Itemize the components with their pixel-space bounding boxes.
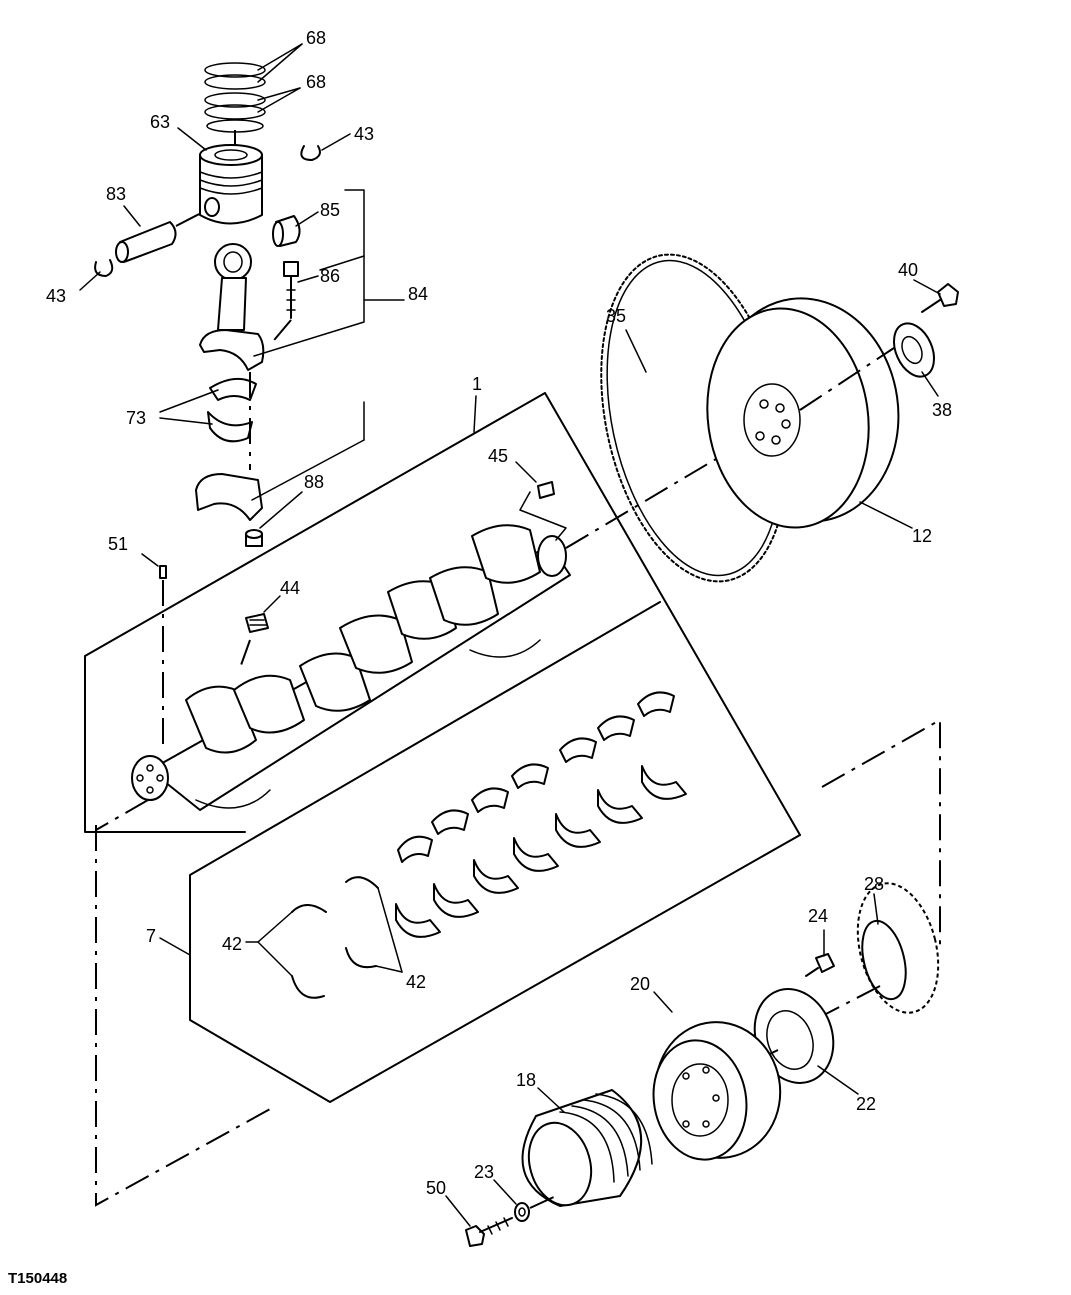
pilot-pin <box>519 481 567 541</box>
callout-50: 50 <box>426 1178 446 1198</box>
callout-12: 12 <box>912 526 932 546</box>
callout-51: 51 <box>108 534 128 554</box>
rod-bearings <box>207 372 257 470</box>
gear-bolt <box>805 953 835 977</box>
callout-24: 24 <box>808 906 828 926</box>
callout-23: 23 <box>474 1162 494 1182</box>
callout-73: 73 <box>126 408 146 428</box>
callout-labels: 68 68 63 43 83 85 43 86 84 73 88 1 45 51… <box>46 28 952 1198</box>
rod-bolt <box>269 261 299 346</box>
piston-pin <box>115 210 206 263</box>
piston-rings <box>204 62 266 146</box>
crankshaft-gear <box>821 882 940 1017</box>
callout-7: 7 <box>146 926 156 946</box>
callout-1: 1 <box>472 374 482 394</box>
vibration-damper <box>652 1021 782 1161</box>
figure-reference: T150448 <box>8 1270 67 1287</box>
callout-42-a: 42 <box>222 934 242 954</box>
main-bearings <box>395 691 687 938</box>
callout-44: 44 <box>280 578 300 598</box>
callout-28: 28 <box>864 874 884 894</box>
callout-45: 45 <box>488 446 508 466</box>
callout-88: 88 <box>304 472 324 492</box>
callout-18: 18 <box>516 1070 536 1090</box>
callout-43-b: 43 <box>46 286 66 306</box>
crankshaft <box>95 439 749 831</box>
callout-43-a: 43 <box>354 124 374 144</box>
pulley-bolt <box>465 1217 513 1247</box>
rod-bushing <box>272 215 301 247</box>
bolt-plate <box>892 322 936 378</box>
connecting-rod <box>199 243 265 371</box>
washer <box>514 1195 557 1222</box>
callout-20: 20 <box>630 974 650 994</box>
snap-rings <box>94 145 321 277</box>
damper-hub-plate <box>735 988 835 1084</box>
rod-nut <box>245 529 263 547</box>
plug <box>239 613 269 669</box>
callout-68-b: 68 <box>306 72 326 92</box>
leader-lines <box>79 43 941 1227</box>
rod-cap <box>195 473 263 521</box>
dowel-pin <box>159 565 167 750</box>
callout-85: 85 <box>320 200 340 220</box>
flywheel-bolt <box>921 283 959 313</box>
piston <box>199 144 263 225</box>
callout-84: 84 <box>408 284 428 304</box>
flywheel <box>706 297 901 529</box>
pulley <box>521 1089 653 1207</box>
callout-38: 38 <box>932 400 952 420</box>
callout-63: 63 <box>150 112 170 132</box>
callout-40: 40 <box>898 260 918 280</box>
callout-35: 35 <box>606 306 626 326</box>
callout-83: 83 <box>106 184 126 204</box>
callout-42-b: 42 <box>406 972 426 992</box>
callout-22: 22 <box>856 1094 876 1114</box>
callout-68-a: 68 <box>306 28 326 48</box>
thrust-washers <box>291 876 379 999</box>
assembly-group-outlines <box>84 392 941 1207</box>
callout-86: 86 <box>320 266 340 286</box>
